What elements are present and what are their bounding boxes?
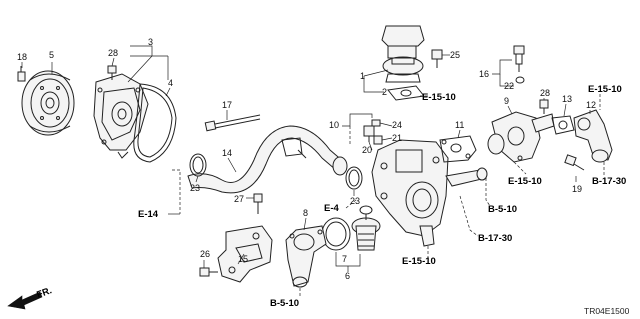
callout-23-right: 23	[350, 196, 360, 206]
callout-3: 3	[148, 37, 153, 47]
ref-b-5-10-bottom: B-5-10	[270, 298, 299, 309]
water-pump	[93, 73, 149, 159]
bracket-15	[217, 225, 273, 283]
callout-25: 25	[450, 50, 460, 60]
callout-12: 12	[586, 100, 596, 110]
bolt-25	[431, 49, 443, 68]
ref-b-5-10-middle: B-5-10	[488, 204, 517, 215]
water-hose	[187, 125, 345, 194]
bolt-19	[564, 154, 585, 171]
callout-7: 7	[342, 254, 347, 264]
callout-6: 6	[345, 271, 350, 281]
callout-15: 15	[238, 254, 248, 264]
callout-labels: 1 2 3 4 5 6 7 8 9 10 11 12 13 14 15 16 1…	[17, 37, 596, 281]
temp-sensor	[513, 45, 525, 72]
reference-labels: E-15-10 E-15-10 E-15-10 E-15-10 E-14 E-4…	[138, 84, 626, 309]
water-pump-gasket	[133, 83, 177, 163]
ref-e-15-10-center: E-15-10	[422, 92, 456, 103]
gasket-13	[551, 115, 575, 135]
bolt-27	[253, 193, 263, 214]
diagram-code: TR04E1500	[584, 306, 630, 316]
water-outlet	[487, 111, 555, 163]
callout-1: 1	[360, 71, 365, 81]
callout-24: 24	[392, 120, 402, 130]
callout-23-left: 23	[190, 183, 200, 193]
leader-lines	[21, 45, 605, 298]
bolt-18	[17, 66, 26, 82]
callout-10: 10	[329, 120, 339, 130]
callout-22: 22	[504, 81, 514, 91]
front-direction-arrow: FR.	[7, 285, 53, 310]
direction-label: FR.	[35, 285, 53, 301]
callout-20: 20	[362, 145, 372, 155]
callout-21: 21	[392, 133, 402, 143]
ref-b-17-30-right: B-17-30	[592, 176, 626, 187]
washer-22	[515, 76, 525, 84]
callout-9: 9	[504, 96, 509, 106]
callout-17: 17	[222, 100, 232, 110]
water-pipe-12	[573, 109, 613, 163]
ref-e-14: E-14	[138, 209, 159, 220]
water-pump-pulley	[21, 70, 75, 136]
thermostat-cover	[285, 225, 327, 288]
callout-13: 13	[562, 94, 572, 104]
ref-e-15-10-right-top: E-15-10	[588, 84, 622, 95]
callout-28-left: 28	[108, 48, 118, 58]
egr-gasket	[387, 85, 425, 101]
o-ring-7	[321, 217, 351, 251]
callout-5: 5	[49, 50, 54, 60]
o-ring-23-left	[189, 153, 207, 177]
callout-18: 18	[17, 52, 27, 62]
o-ring-23-right	[345, 166, 363, 190]
ref-e-15-10-bottom: E-15-10	[402, 256, 436, 267]
ref-e-15-10-right-lower: E-15-10	[508, 176, 542, 187]
callout-26: 26	[200, 249, 210, 259]
callout-27: 27	[234, 194, 244, 204]
thermostat-housing	[371, 139, 488, 247]
bolt-28-right	[539, 99, 549, 114]
callout-19: 19	[572, 184, 582, 194]
ref-b-17-30-middle: B-17-30	[478, 233, 512, 244]
gasket-11	[439, 135, 477, 163]
fitting-24	[371, 119, 381, 127]
callout-2: 2	[382, 87, 387, 97]
ref-e-4: E-4	[324, 203, 340, 214]
callout-4: 4	[168, 78, 173, 88]
hose-end-ring	[332, 156, 348, 176]
fitting-20	[363, 125, 375, 142]
callout-16: 16	[479, 69, 489, 79]
callout-28-right: 28	[540, 88, 550, 98]
bolt-17	[204, 114, 261, 132]
callout-8: 8	[303, 208, 308, 218]
callout-11: 11	[455, 120, 464, 130]
bolt-26	[199, 267, 218, 277]
thermostat	[351, 205, 381, 251]
fitting-21	[373, 135, 383, 145]
egr-valve	[381, 25, 425, 83]
callout-14: 14	[222, 148, 232, 158]
